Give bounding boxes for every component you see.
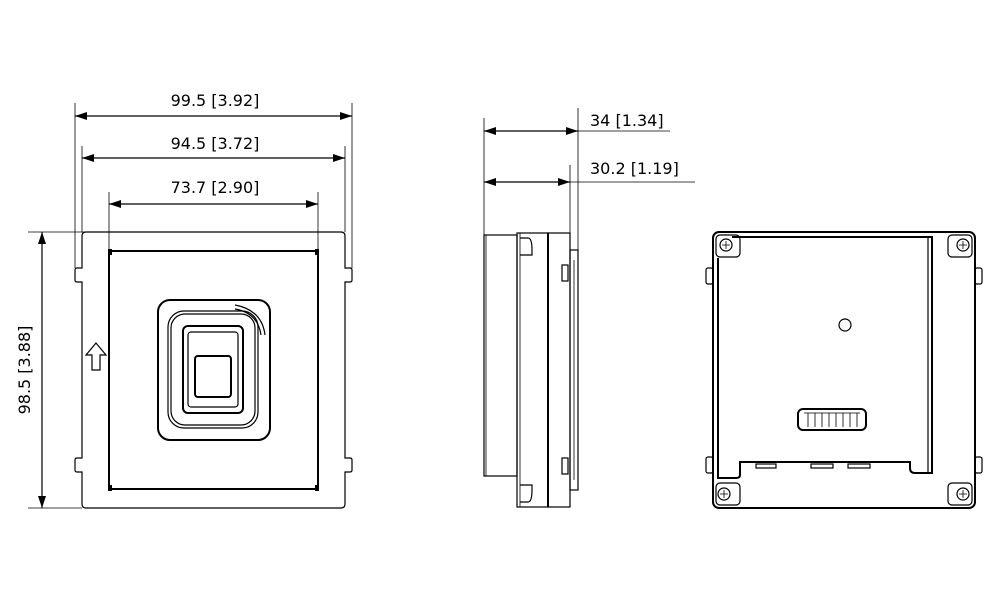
arrow-up-icon <box>84 342 108 371</box>
dim-depth-overall: 34 [1.34] <box>484 111 664 135</box>
dim-label: 98.5 [3.88] <box>15 326 34 415</box>
fingerprint-sensor <box>157 299 271 441</box>
connector-icon <box>797 408 867 431</box>
dim-depth-body: 30.2 [1.19] <box>484 159 679 186</box>
dim-width-plate: 73.7 [2.90] <box>109 178 318 208</box>
dim-width-frame: 94.5 [3.72] <box>82 134 345 162</box>
dim-label: 94.5 [3.72] <box>171 134 260 153</box>
dim-height: 98.5 [3.88] <box>15 232 46 508</box>
rear-view <box>705 231 983 509</box>
dim-label: 99.5 [3.92] <box>171 91 260 110</box>
dim-label: 30.2 [1.19] <box>590 159 679 178</box>
screw-icon <box>715 234 741 258</box>
screw-icon <box>947 234 973 258</box>
dim-label: 73.7 [2.90] <box>171 178 260 197</box>
dim-label: 34 [1.34] <box>590 111 664 130</box>
side-view: 34 [1.34] 30.2 [1.19] <box>483 108 695 508</box>
screw-icon <box>947 482 973 506</box>
dim-width-overall: 99.5 [3.92] <box>75 91 352 120</box>
front-view: 99.5 [3.92] 94.5 [3.72] 73.7 [2.90] 98.5… <box>15 91 353 509</box>
screw-icon <box>715 482 741 506</box>
indicator-hole-icon <box>838 318 852 332</box>
